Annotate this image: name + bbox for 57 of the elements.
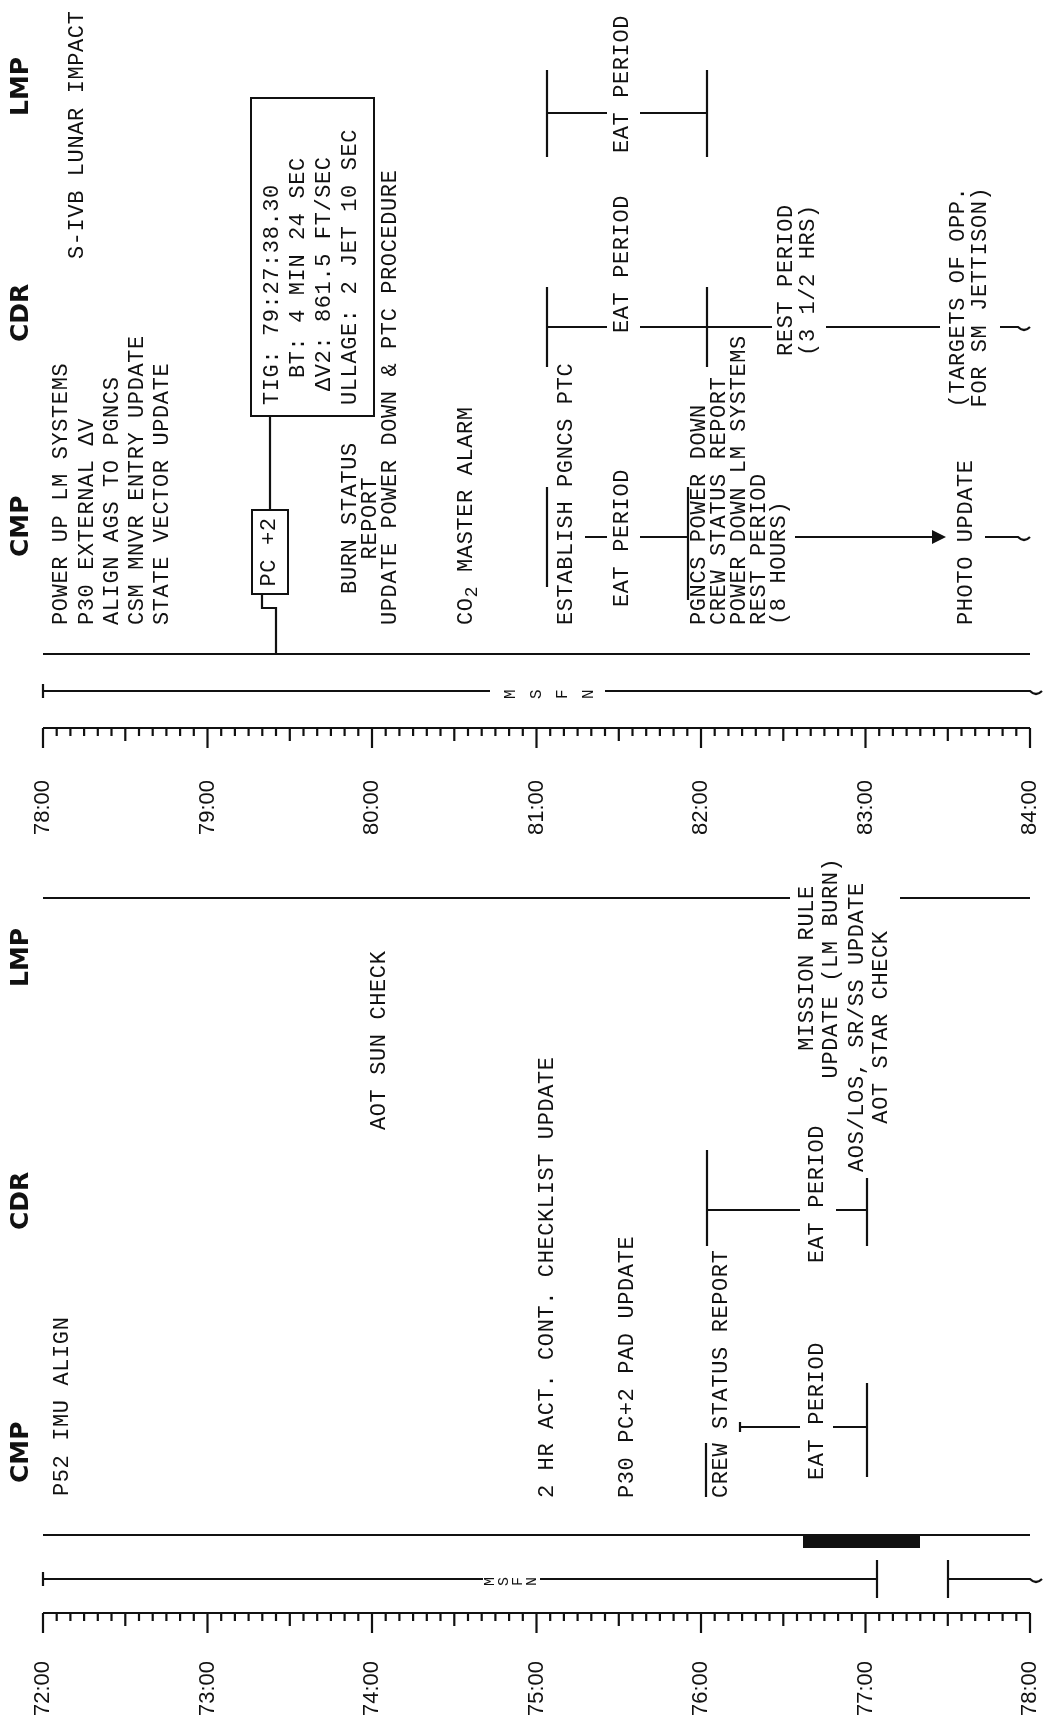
activity-text: 2 HR ACT. CONT. CHECKLIST UPDATE bbox=[536, 1056, 560, 1498]
activity-text: POWER UP LM SYSTEMS bbox=[50, 362, 74, 625]
activity-text: PHOTO UPDATE bbox=[955, 459, 979, 625]
activity-text: EAT PERIOD bbox=[611, 194, 635, 333]
crew-header: CDR bbox=[8, 283, 32, 342]
crew-header: CMP bbox=[8, 1421, 32, 1483]
crew-header: CDR bbox=[8, 1171, 32, 1230]
activity-text: EAT PERIOD bbox=[611, 14, 635, 153]
activity-text: CREW STATUS REPORT bbox=[710, 1249, 734, 1498]
connector-line bbox=[268, 417, 272, 509]
activity-text: S-IVB LUNAR IMPACT bbox=[66, 10, 90, 259]
connector-line bbox=[260, 595, 278, 654]
activity-text: P30 PC+2 PAD UPDATE bbox=[616, 1235, 640, 1498]
activity-text: BURN STATUS REPORT bbox=[341, 442, 381, 594]
activity-text: EAT PERIOD bbox=[806, 1341, 830, 1480]
time-label: 74:00 bbox=[359, 1660, 383, 1716]
activity-text: (TARGETS OF OPP. FOR SM JETTISON) bbox=[948, 185, 992, 410]
crew-header: CMP bbox=[8, 495, 32, 557]
time-label: 78:00 bbox=[30, 779, 54, 835]
time-label: 77:00 bbox=[852, 1660, 877, 1716]
activity-text: MISSION RULE UPDATE (LM BURN) bbox=[796, 856, 844, 1081]
activity-text: PGNCS POWER DOWN bbox=[690, 404, 710, 625]
time-label: 76:00 bbox=[688, 1660, 712, 1716]
time-label: 75:00 bbox=[523, 1660, 548, 1716]
time-label: 78:00 bbox=[1017, 1660, 1041, 1716]
time-label: 82:00 bbox=[688, 779, 712, 835]
activity-text: REST PERIOD (3 1/2 HRS) bbox=[776, 203, 820, 358]
time-label: 72:00 bbox=[30, 1660, 54, 1716]
time-label: 79:00 bbox=[194, 779, 219, 835]
activity-text: ALIGN AGS TO PGNCS bbox=[101, 376, 125, 625]
activity-text: CREW STATUS REPORT bbox=[710, 376, 730, 625]
time-label: 81:00 bbox=[523, 779, 548, 835]
activity-text: P52 IMU ALIGN bbox=[51, 1316, 75, 1496]
box-text: ULLAGE: 2 JET 10 SEC bbox=[338, 127, 364, 405]
time-label: 84:00 bbox=[1017, 779, 1041, 835]
box-text: PC +2 bbox=[257, 516, 283, 589]
activity-text: P30 EXTERNAL ΔV bbox=[76, 417, 100, 625]
activity-text: EAT PERIOD bbox=[611, 468, 635, 607]
box-text: ΔV2: 861.5 FT/SEC bbox=[312, 155, 338, 393]
activity-text: STATE VECTOR UPDATE bbox=[151, 362, 175, 625]
time-label: 80:00 bbox=[359, 779, 383, 835]
activity-text: AOT SUN CHECK bbox=[368, 950, 392, 1130]
activity-text: POWER DOWN LM SYSTEMS bbox=[730, 335, 750, 625]
event-box bbox=[251, 509, 289, 595]
activity-text: CSM MNVR ENTRY UPDATE bbox=[126, 335, 150, 625]
crew-header: LMP bbox=[8, 56, 32, 116]
time-label: 73:00 bbox=[194, 1660, 219, 1716]
time-label: 83:00 bbox=[852, 779, 877, 835]
activity-text: EAT PERIOD bbox=[806, 1124, 830, 1263]
box-text: BT: 4 MIN 24 SEC bbox=[286, 156, 312, 380]
activity-text: UPDATE POWER DOWN & PTC PROCEDURE bbox=[381, 169, 401, 625]
burn-data-box bbox=[250, 97, 375, 417]
crew-header: LMP bbox=[8, 927, 32, 987]
activity-text: REST PERIOD (8 HOURS) bbox=[750, 472, 790, 625]
activity-text: ESTABLISH PGNCS PTC bbox=[555, 362, 579, 625]
box-text: TIG: 79:27:38.30 bbox=[260, 183, 286, 405]
activity-text: AOS/LOS, SR/SS UPDATE AOT STAR CHECK bbox=[846, 881, 894, 1174]
